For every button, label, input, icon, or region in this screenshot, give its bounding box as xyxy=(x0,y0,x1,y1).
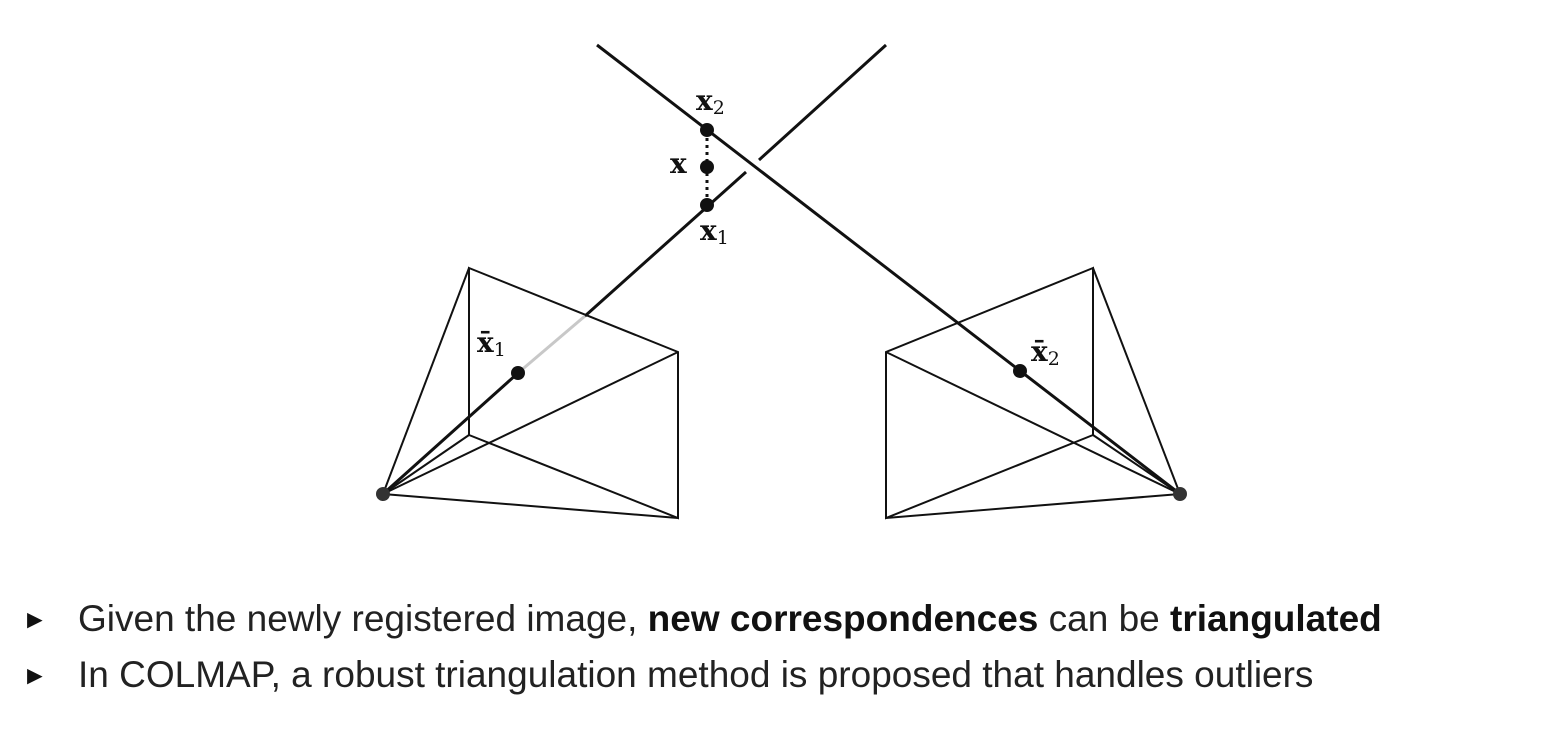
ray-2 xyxy=(596,43,1181,496)
left-frustum-edge xyxy=(382,434,470,495)
left-image-plane xyxy=(468,266,679,520)
bullet-arrow-icon: ► xyxy=(22,603,48,634)
right-image-plane xyxy=(885,266,1094,520)
right-frustum-edge xyxy=(1092,267,1181,495)
camera-center-2 xyxy=(1173,487,1187,501)
bullet-arrow-icon: ► xyxy=(22,659,48,690)
left-camera xyxy=(382,266,679,520)
camera-center-1 xyxy=(376,487,390,501)
label-xbar1: x̄1 xyxy=(477,326,506,361)
point-x xyxy=(700,160,714,174)
bullet-item-1: ► Given the newly registered image, new … xyxy=(22,592,1542,646)
bullet-text-1: Given the newly registered image, new co… xyxy=(78,598,1382,639)
bullet-text-2: In COLMAP, a robust triangulation method… xyxy=(78,654,1314,695)
right-frustum-edge xyxy=(885,351,1181,495)
bullet-item-2: ► In COLMAP, a robust triangulation meth… xyxy=(22,648,1542,702)
point-x1 xyxy=(700,198,714,212)
point-xbar1 xyxy=(511,366,525,380)
label-xbar2: x̄2 xyxy=(1031,335,1060,370)
ray-1 xyxy=(381,43,888,496)
left-frustum-edge xyxy=(382,267,470,495)
label-x: x xyxy=(670,147,687,180)
right-camera xyxy=(885,266,1181,520)
left-frustum-edge xyxy=(382,351,679,495)
bullet-list: ► Given the newly registered image, new … xyxy=(22,592,1542,702)
left-frustum-edge xyxy=(382,493,679,519)
point-x2 xyxy=(700,123,714,137)
point-xbar2 xyxy=(1013,364,1027,378)
triangulation-diagram: x2 x x1 x̄1 x̄2 xyxy=(376,43,1187,520)
right-frustum-edge xyxy=(885,493,1181,519)
label-x2: x2 xyxy=(696,84,725,119)
label-x1: x1 xyxy=(700,214,729,249)
